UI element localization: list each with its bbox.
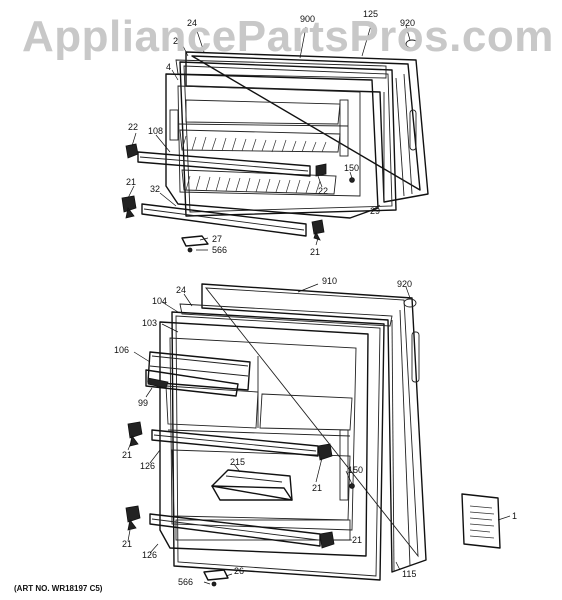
part-label: 125 bbox=[363, 9, 379, 19]
door-shelf-rail-upper-126 bbox=[151, 429, 319, 457]
freezer-rail-brackets bbox=[121, 143, 327, 241]
part-label: 22 bbox=[318, 186, 329, 196]
part-label: 21 bbox=[310, 247, 321, 257]
freezer-door-liner bbox=[165, 73, 379, 219]
part-label: 21 bbox=[126, 177, 137, 187]
freezer-door-shelf-rail-32 bbox=[141, 203, 307, 237]
part-label: 900 bbox=[300, 14, 316, 24]
part-label: 103 bbox=[142, 318, 158, 328]
part-label: 27 bbox=[212, 234, 223, 244]
part-label: 4 bbox=[166, 62, 172, 72]
fresh-food-door-panel bbox=[201, 283, 427, 573]
part-label: 21 bbox=[312, 483, 323, 493]
dairy-compartment-106 bbox=[145, 351, 251, 397]
fresh-food-door-assembly bbox=[125, 283, 501, 587]
part-label: 566 bbox=[178, 577, 194, 587]
part-label: 106 bbox=[114, 345, 130, 355]
part-label: 920 bbox=[400, 18, 416, 28]
part-label: 24 bbox=[176, 285, 187, 295]
part-label: 126 bbox=[142, 550, 158, 560]
part-label: 104 bbox=[152, 296, 168, 306]
part-label: 21 bbox=[122, 539, 133, 549]
leader-lines bbox=[127, 21, 511, 585]
freezer-door-shelf-rail-108 bbox=[137, 151, 311, 177]
part-label: 1 bbox=[512, 511, 518, 521]
part-label: 115 bbox=[402, 569, 417, 579]
part-label: 21 bbox=[352, 535, 363, 545]
instruction-card-1 bbox=[461, 493, 501, 549]
part-label: 920 bbox=[397, 279, 413, 289]
freezer-door-gasket bbox=[175, 59, 397, 217]
part-label: 910 bbox=[322, 276, 338, 286]
part-label: 32 bbox=[150, 184, 161, 194]
part-label: 150 bbox=[344, 163, 360, 173]
freezer-door-assembly bbox=[121, 39, 429, 253]
part-label: 126 bbox=[140, 461, 156, 471]
part-label: 2 bbox=[173, 36, 179, 46]
part-label: 21 bbox=[122, 450, 133, 460]
watermark-text: AppliancePartsPros.com bbox=[22, 12, 554, 61]
freezer-door-panel bbox=[185, 39, 429, 203]
part-label: 108 bbox=[148, 126, 164, 136]
part-label: 26 bbox=[234, 566, 245, 576]
part-label: 99 bbox=[138, 398, 149, 408]
part-label: 24 bbox=[187, 18, 198, 28]
part-label: 22 bbox=[128, 122, 139, 132]
part-label: 566 bbox=[212, 245, 228, 255]
door-shelf-rail-lower-126 bbox=[149, 513, 321, 547]
fresh-food-rail-brackets bbox=[125, 421, 335, 549]
part-label: 215 bbox=[230, 457, 246, 467]
art-number: (ART NO. WR18197 C5) bbox=[14, 584, 103, 593]
door-bin-215 bbox=[211, 469, 293, 501]
part-label: 150 bbox=[348, 465, 364, 475]
part-label: 29 bbox=[370, 206, 381, 216]
